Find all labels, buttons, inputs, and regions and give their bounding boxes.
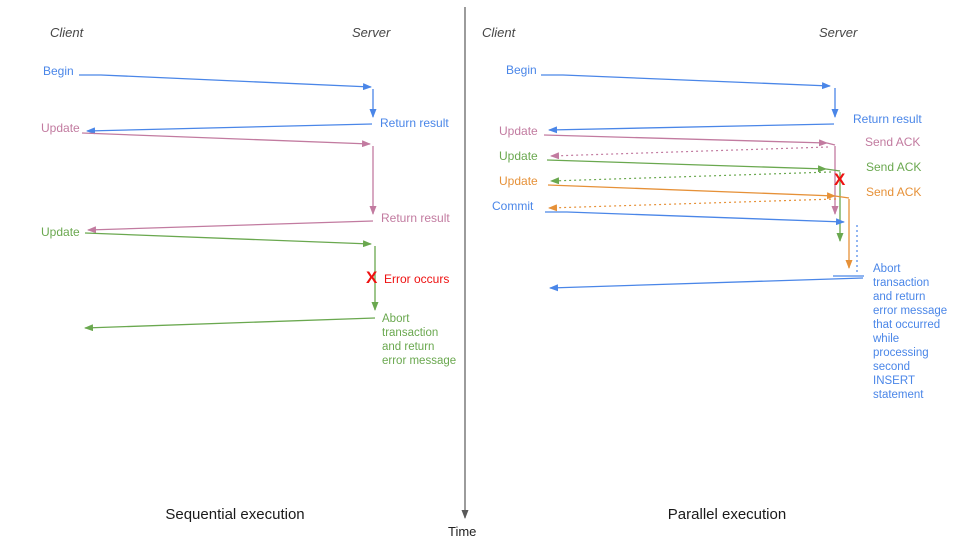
seq-begin-return-label: Return result	[380, 116, 449, 130]
seq-abort-message: Abort transaction and return error messa…	[382, 312, 456, 368]
par-begin-label: Begin	[506, 63, 537, 77]
seq-update2-label: Update	[41, 225, 80, 239]
seq-client-label: Client	[50, 25, 84, 40]
par-update3-connector	[834, 195, 850, 199]
par-abort-message: Abort transaction and return error messa…	[873, 262, 947, 402]
par-update2-ack-label: Send ACK	[866, 160, 922, 174]
par-update1-request-arrow	[543, 134, 828, 147]
par-update2-connector	[825, 168, 841, 172]
seq-server-label: Server	[352, 25, 391, 40]
seq-abort-return-arrow	[84, 317, 376, 332]
par-abort-return-arrow	[549, 277, 864, 292]
par-server-label: Server	[819, 25, 858, 40]
par-begin-return-label: Return result	[853, 112, 922, 126]
seq-abort-line-1: Abort	[382, 313, 410, 325]
par-commit-request-arrow	[545, 211, 845, 226]
par-update1-ack-dotted-arrow	[550, 146, 829, 160]
par-abort-line-9: INSERT	[873, 375, 915, 387]
seq-update1-return-arrow	[87, 220, 374, 234]
par-abort-line-1: Abort	[873, 263, 901, 275]
par-error-x-mark: X	[834, 170, 846, 189]
par-abort-line-8: second	[873, 361, 911, 373]
par-abort-line-10: statement	[873, 389, 924, 401]
par-abort-line-5: that occurred	[873, 319, 941, 331]
par-abort-line-2: transaction	[873, 277, 930, 289]
seq-update1-return-label: Return result	[381, 211, 450, 225]
seq-update2-request-arrow	[84, 232, 372, 248]
par-update1-label: Update	[499, 124, 538, 138]
par-caption: Parallel execution	[667, 506, 787, 523]
seq-update1-label: Update	[41, 121, 80, 135]
seq-caption: Sequential execution	[165, 506, 305, 523]
par-abort-line-4: error message	[873, 305, 948, 317]
par-begin-request-arrow	[541, 74, 831, 90]
seq-error-occurs-label: Error occurs	[384, 272, 450, 286]
time-axis-label: Time	[448, 524, 477, 539]
seq-begin-return-arrow	[86, 123, 373, 135]
par-abort-line-3: and return	[873, 291, 926, 303]
par-update2-label: Update	[499, 149, 538, 163]
seq-update1-request-arrow	[81, 132, 371, 148]
par-update1-ack-label: Send ACK	[865, 135, 921, 149]
seq-abort-line-3: and return	[382, 341, 435, 353]
seq-begin-request-arrow	[79, 74, 372, 91]
par-begin-return-arrow	[548, 123, 835, 134]
par-client-label: Client	[482, 25, 516, 40]
par-update3-label: Update	[499, 174, 538, 188]
par-abort-line-7: processing	[873, 347, 929, 359]
seq-begin-label: Begin	[43, 64, 74, 78]
par-abort-line-6: while	[873, 333, 900, 345]
par-update2-ack-dotted-arrow	[550, 171, 832, 185]
par-update1-connector	[826, 142, 836, 146]
par-update2-request-arrow	[546, 159, 827, 173]
par-update3-ack-dotted-arrow	[548, 198, 837, 212]
seq-abort-line-4: error message	[382, 355, 457, 367]
par-update3-ack-label: Send ACK	[866, 185, 922, 199]
par-commit-label: Commit	[492, 199, 534, 213]
seq-error-x-mark: X	[366, 268, 378, 287]
seq-abort-line-2: transaction	[382, 327, 439, 339]
par-update3-request-arrow	[547, 184, 836, 200]
